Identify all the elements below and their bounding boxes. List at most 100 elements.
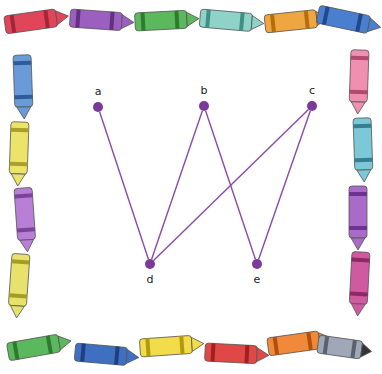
vertex-label: d — [147, 273, 154, 286]
crayon — [6, 332, 72, 361]
crayon-band — [304, 10, 310, 28]
crayon-tip — [121, 15, 134, 30]
crayon-tip — [367, 18, 382, 34]
crayon-band — [179, 336, 184, 354]
crayon-band — [355, 14, 363, 32]
crayon-body — [267, 331, 321, 356]
crayon-tip — [357, 170, 371, 182]
crayon-band — [306, 332, 312, 350]
crayon-tip — [11, 174, 25, 186]
crayon — [349, 50, 369, 115]
crayon-tip — [361, 343, 373, 358]
graph-edge — [100, 112, 149, 260]
crayon — [9, 122, 29, 187]
crayon-band — [14, 193, 32, 198]
crayon-band — [349, 90, 367, 95]
graph-vertex — [199, 101, 209, 111]
crayon-body — [13, 55, 33, 108]
crayon-body — [4, 9, 58, 34]
crayon-band — [349, 192, 367, 196]
crayon-body — [69, 9, 122, 31]
crayon-band — [239, 13, 245, 31]
crayon-body — [316, 5, 371, 33]
crayon-tip — [20, 239, 35, 252]
crayon-band — [270, 14, 276, 32]
crayon-body — [349, 252, 370, 305]
crayon-tip — [251, 16, 264, 31]
crayon — [139, 335, 204, 357]
crayon-band — [11, 128, 29, 133]
crayon-body — [199, 9, 252, 31]
crayon-tip — [351, 238, 365, 250]
crayon-body — [349, 186, 367, 238]
crayon-band — [354, 158, 372, 163]
crayon-band — [211, 343, 216, 361]
crayon-band — [9, 293, 27, 298]
crayon — [13, 55, 33, 120]
graph-vertex — [145, 259, 155, 269]
crayon-band — [13, 61, 31, 66]
crayon-band — [350, 291, 368, 296]
crayon-tip — [257, 348, 270, 363]
crayon — [199, 9, 264, 33]
crayon-tip — [187, 12, 200, 27]
crayon-body — [135, 10, 188, 31]
crayon-tip — [10, 305, 25, 318]
crayon-tip — [58, 334, 72, 350]
crayon-band — [109, 12, 114, 30]
crayon-band — [43, 10, 49, 28]
vertex-label: a — [95, 85, 102, 98]
crayon-body — [14, 187, 36, 240]
crayon-band — [174, 11, 179, 29]
crayon-band — [17, 227, 35, 232]
crayon-band — [205, 10, 211, 28]
vertex-label: b — [201, 84, 208, 97]
crayon — [8, 253, 30, 318]
crayon-body — [264, 10, 318, 33]
crayon-band — [350, 340, 356, 358]
crayon-body — [8, 253, 30, 306]
graph-edge — [259, 111, 311, 260]
crayon — [69, 9, 134, 31]
crayon-body — [74, 343, 127, 365]
vertex-label: e — [254, 273, 261, 286]
crayon — [135, 10, 200, 31]
crayon-tip — [17, 107, 31, 119]
crayon-band — [322, 6, 330, 24]
crayon-band — [244, 345, 249, 363]
crayon-band — [349, 226, 367, 230]
crayon-body — [317, 335, 363, 359]
crayon-tip — [351, 102, 365, 114]
crayon-band — [46, 335, 53, 353]
crayon-band — [351, 258, 369, 263]
crayon — [74, 343, 139, 367]
crayon — [205, 343, 270, 364]
crayon — [349, 186, 367, 250]
crayon-band — [10, 15, 16, 33]
crayon-tip — [351, 304, 366, 317]
crayon — [4, 7, 70, 34]
crayon — [317, 335, 373, 360]
crayon-band — [11, 259, 29, 264]
graph-vertex — [93, 102, 103, 112]
crayon-body — [9, 122, 29, 175]
vertex-label: c — [309, 84, 315, 97]
crayon-band — [323, 336, 329, 354]
crayon-band — [75, 9, 80, 27]
crayon — [14, 187, 36, 252]
graph-vertex — [252, 259, 262, 269]
crayon-band — [353, 124, 371, 129]
crayon-band — [273, 337, 279, 355]
crayon-band — [351, 56, 369, 61]
crayon-band — [14, 95, 32, 100]
crayon-band — [9, 162, 27, 167]
crayon-body — [349, 50, 369, 103]
graph-vertex — [307, 101, 317, 111]
crayon-body — [205, 343, 258, 364]
crayon-band — [145, 338, 150, 356]
crayon-body — [353, 118, 373, 171]
crayon-band — [114, 347, 120, 365]
